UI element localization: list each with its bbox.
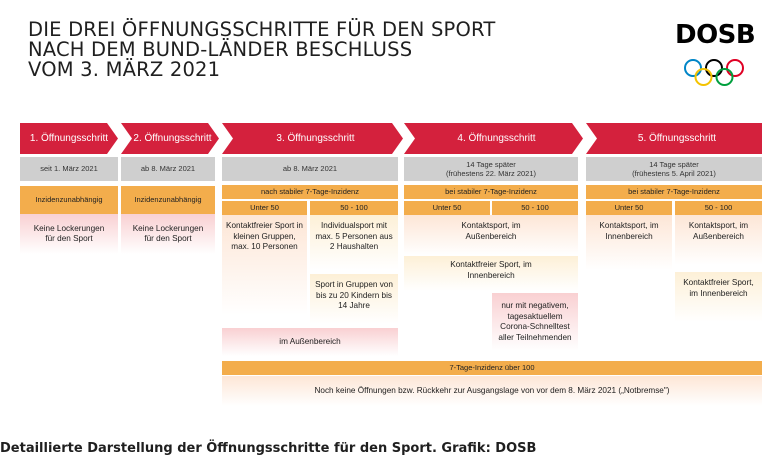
step-2-date: ab 8. März 2021 <box>121 157 215 181</box>
step-5-under-50: Unter 50 <box>586 201 672 215</box>
olympic-rings-icon <box>684 59 744 86</box>
step-5-label: 5. Öffnungsschritt <box>637 133 717 144</box>
step-3-under-50: Unter 50 <box>222 201 307 215</box>
step-4-arrow <box>404 123 583 154</box>
page-title: DIE DREI ÖFFNUNGSSCHRITTE FÜR DEN SPORT … <box>28 20 528 80</box>
step-3-50-100-content-2: Sport in Gruppen von bis zu 20 Kindern b… <box>310 274 398 324</box>
step-1-label: 1. Öffnungsschritt <box>29 133 109 144</box>
step-4-date: 14 Tage später (frühestens 22. März 2021… <box>404 157 578 181</box>
logo-text: DOSB <box>675 20 756 50</box>
title-line-3: VOM 3. MÄRZ 2021 <box>28 58 221 81</box>
step-1-condition: Inzidenzunabhängig <box>20 186 118 214</box>
step-4-date-line-2: (frühestens 22. März 2021) <box>445 169 537 178</box>
step-3-arrow <box>222 123 403 154</box>
step-1-arrow <box>20 123 118 154</box>
step-5-under-50-content: Kontaktsport, im Innenbereich <box>586 215 672 270</box>
step-2-condition: Inzidenzunabhängig <box>121 186 215 214</box>
caption: Detaillierte Darstellung der Öffnungssch… <box>0 441 537 456</box>
step-4-content-2: Kontaktfreier Sport, im Innenbereich <box>404 256 578 291</box>
step-5-arrow <box>586 123 762 154</box>
step-5-date-line-1: 14 Tage später <box>649 159 699 169</box>
step-4-content-3: nur mit negativem, tagesaktuellem Corona… <box>492 293 578 351</box>
title-line-2: NACH DEM BUND-LÄNDER BESCHLUSS <box>28 38 413 61</box>
title-line-1: DIE DREI ÖFFNUNGSSCHRITTE FÜR DEN SPORT <box>28 18 496 41</box>
step-4-under-50: Unter 50 <box>404 201 490 215</box>
step-3-under-50-content: Kontaktfreier Sport in kleinen Gruppen, … <box>222 215 307 315</box>
step-1-date: seit 1. März 2021 <box>20 157 118 181</box>
step-5-50-100: 50 - 100 <box>675 201 762 215</box>
notbremse-condition: 7-Tage-Inzidenz über 100 <box>222 361 762 375</box>
step-2-label: 2. Öffnungsschritt <box>133 133 212 144</box>
step-4-50-100: 50 - 100 <box>492 201 578 215</box>
step-3-label: 3. Öffnungsschritt <box>276 133 355 144</box>
step-3-outdoor: im Außenbereich <box>222 328 398 356</box>
step-1-content: Keine Lockerungen für den Sport <box>20 214 118 254</box>
step-4-label: 4. Öffnungsschritt <box>457 133 536 144</box>
step-5-date-line-2: (frühestens 5. April 2021) <box>632 169 716 178</box>
step-4-content-1: Kontaktsport, im Außenbereich <box>404 215 578 255</box>
step-4-condition: bei stabiler 7-Tage-Inzidenz <box>404 185 578 199</box>
step-2-content: Keine Lockerungen für den Sport <box>121 214 215 254</box>
step-3-condition: nach stabiler 7-Tage-Inzidenz <box>222 185 398 199</box>
dosb-logo: DOSB <box>675 20 756 92</box>
step-2-arrow <box>121 123 219 154</box>
step-4-date-line-1: 14 Tage später <box>466 159 516 169</box>
step-5-date: 14 Tage später (frühestens 5. April 2021… <box>586 157 762 181</box>
step-5-condition: bei stabiler 7-Tage-Inzidenz <box>586 185 762 199</box>
notbremse-text: Noch keine Öffnungen bzw. Rückkehr zur A… <box>222 376 762 406</box>
step-3-date: ab 8. März 2021 <box>222 157 398 181</box>
step-5-50-100-content-1: Kontaktsport, im Außenbereich <box>675 215 762 265</box>
step-5-50-100-content-2: Kontaktfreier Sport, im Innenbereich <box>675 272 762 322</box>
step-3-50-100-content-1: Individualsport mit max. 5 Personen aus … <box>310 215 398 270</box>
step-3-50-100: 50 - 100 <box>310 201 398 215</box>
